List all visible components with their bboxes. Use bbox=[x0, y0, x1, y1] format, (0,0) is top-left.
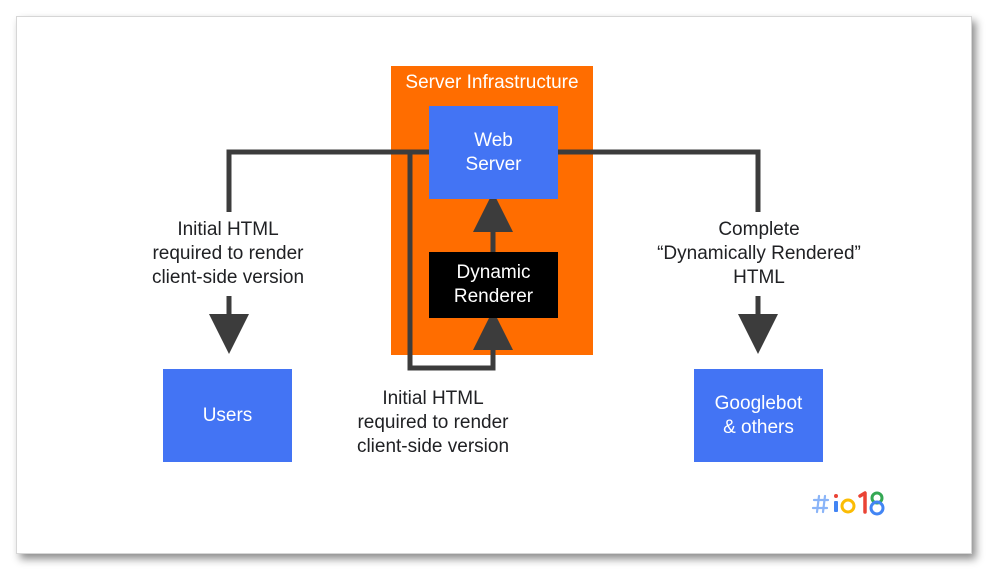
renderer-flow-label: Initial HTML required to render client-s… bbox=[356, 388, 510, 457]
googlebot-box: Googlebot & others bbox=[694, 369, 823, 462]
webserver-to-renderer-loop bbox=[407, 149, 513, 371]
logo-1 bbox=[858, 491, 867, 514]
googlebot-flow-label: Complete “Dynamically Rendered” HTML bbox=[657, 219, 861, 288]
users-label: Users bbox=[202, 404, 253, 426]
googlebot-connector bbox=[558, 149, 761, 212]
dynamic-renderer-label: Dynamic Renderer bbox=[453, 262, 534, 307]
hash-icon bbox=[811, 494, 830, 514]
logo-i-dot bbox=[834, 494, 838, 498]
dynamic-renderer-box: Dynamic Renderer bbox=[429, 252, 558, 318]
logo-8-bottom bbox=[869, 500, 885, 516]
web-server-label: Web Server bbox=[465, 129, 522, 175]
logo-o bbox=[840, 498, 856, 514]
server-infrastructure-title: Server Infrastructure bbox=[405, 72, 579, 93]
google-io-18-logo bbox=[811, 491, 885, 516]
logo-i bbox=[834, 501, 838, 512]
users-connector bbox=[226, 149, 429, 212]
users-box: Users bbox=[163, 369, 292, 462]
googlebot-label: Googlebot & others bbox=[714, 392, 803, 438]
web-server-box: Web Server bbox=[429, 106, 558, 199]
users-flow-label: Initial HTML required to render client-s… bbox=[151, 219, 305, 288]
